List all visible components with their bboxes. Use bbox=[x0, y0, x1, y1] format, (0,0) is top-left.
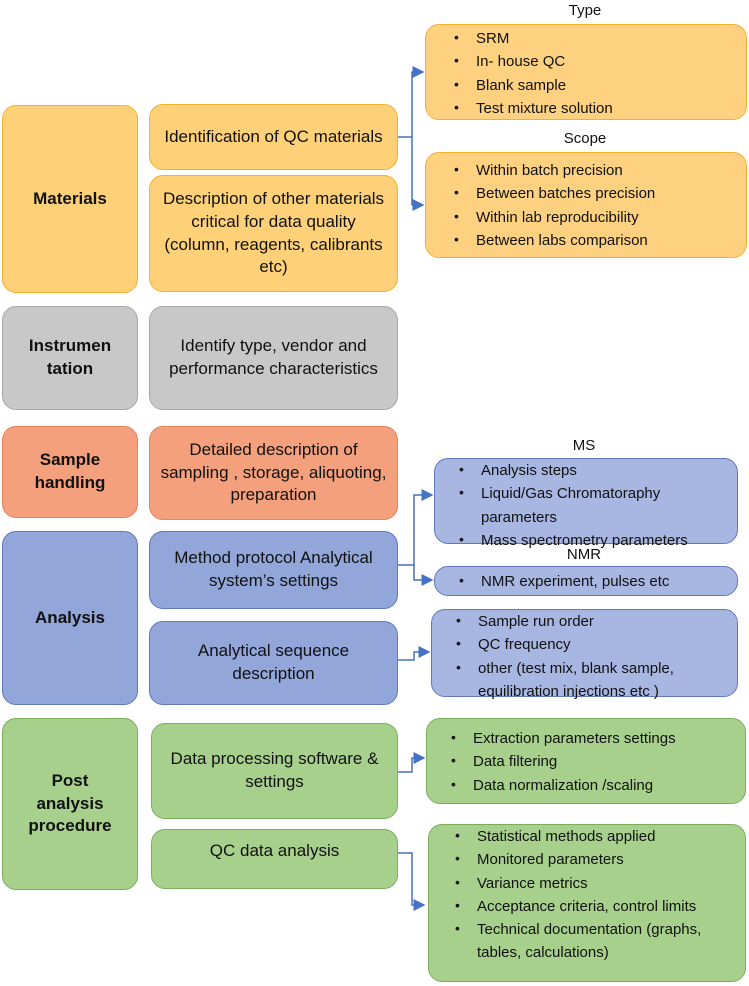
list-item: Statistical methods applied bbox=[455, 825, 717, 848]
list-nmr: NMR experiment, pulses etc bbox=[434, 566, 738, 596]
category-post-analysis: Post analysis procedure bbox=[2, 718, 138, 890]
category-post-analysis-label: Post analysis procedure bbox=[28, 770, 112, 836]
list-item: SRM bbox=[454, 27, 613, 50]
list-item: Acceptance criteria, control limits bbox=[455, 895, 717, 918]
desc-other-materials: Description of other materials critical … bbox=[149, 175, 398, 292]
desc-data-processing: Data processing software & settings bbox=[151, 723, 398, 819]
list-item: Within lab reproducibility bbox=[454, 206, 655, 229]
desc-qc-analysis-text: QC data analysis bbox=[209, 841, 340, 860]
desc-qc-materials-text: Identification of QC materials bbox=[164, 126, 383, 146]
list-sequence: Sample run order QC frequency other (tes… bbox=[431, 609, 738, 700]
category-analysis: Analysis bbox=[2, 531, 138, 705]
list-scope: Within batch precision Between batches p… bbox=[425, 152, 747, 258]
group-label-ms: MS bbox=[572, 437, 596, 454]
desc-instrument: Identify type, vendor and performance ch… bbox=[149, 306, 398, 410]
list-item: Analysis steps bbox=[459, 459, 711, 482]
desc-sequence: Analytical sequence description bbox=[149, 621, 398, 705]
list-item: Blank sample bbox=[454, 74, 613, 97]
list-item: Between batches precision bbox=[454, 182, 655, 205]
list-processing: Extraction parameters settings Data filt… bbox=[426, 718, 746, 804]
group-label-scope: Scope bbox=[563, 130, 607, 147]
list-item: Liquid/Gas Chromatoraphy parameters bbox=[459, 482, 711, 529]
desc-data-processing-text: Data processing software & settings bbox=[170, 749, 379, 791]
group-label-type: Type bbox=[568, 2, 602, 19]
category-instrumentation-label: Instrumen tation bbox=[28, 336, 112, 378]
list-item: Technical documentation (graphs, tables,… bbox=[455, 918, 717, 965]
category-materials-label: Materials bbox=[33, 188, 107, 208]
desc-qc-analysis: QC data analysis bbox=[151, 829, 398, 889]
list-item: Data normalization /scaling bbox=[451, 774, 676, 797]
desc-other-materials-text: Description of other materials critical … bbox=[162, 188, 385, 277]
desc-instrument-text: Identify type, vendor and performance ch… bbox=[169, 336, 378, 378]
desc-qc-materials: Identification of QC materials bbox=[149, 104, 398, 170]
desc-method-protocol: Method protocol Analytical system’s sett… bbox=[149, 531, 398, 609]
list-item: NMR experiment, pulses etc bbox=[459, 570, 669, 593]
category-materials: Materials bbox=[2, 105, 138, 293]
list-type: SRM In- house QC Blank sample Test mixtu… bbox=[425, 24, 747, 120]
list-item: Variance metrics bbox=[455, 872, 717, 895]
list-qc: Statistical methods applied Monitored pa… bbox=[428, 824, 746, 982]
desc-method-protocol-text: Method protocol Analytical system’s sett… bbox=[174, 548, 373, 590]
list-item: Sample run order bbox=[456, 610, 728, 633]
desc-sampling: Detailed description of sampling , stora… bbox=[149, 426, 398, 520]
list-item: In- house QC bbox=[454, 50, 613, 73]
category-analysis-label: Analysis bbox=[35, 607, 105, 627]
category-instrumentation: Instrumen tation bbox=[2, 306, 138, 410]
list-item: other (test mix, blank sample, equilibra… bbox=[456, 657, 728, 704]
list-ms: Analysis steps Liquid/Gas Chromatoraphy … bbox=[434, 458, 738, 551]
list-item: Test mixture solution bbox=[454, 97, 613, 120]
list-item: Mass spectrometry parameters bbox=[459, 529, 711, 552]
desc-sampling-text: Detailed description of sampling , stora… bbox=[160, 439, 387, 505]
list-item: Monitored parameters bbox=[455, 848, 717, 871]
category-sample-handling-label: Sample handling bbox=[34, 450, 106, 492]
list-item: QC frequency bbox=[456, 633, 728, 656]
list-item: Within batch precision bbox=[454, 159, 655, 182]
list-item: Extraction parameters settings bbox=[451, 727, 676, 750]
list-item: Between labs comparison bbox=[454, 229, 655, 252]
list-item: Data filtering bbox=[451, 750, 676, 773]
category-sample-handling: Sample handling bbox=[2, 426, 138, 518]
desc-sequence-text: Analytical sequence description bbox=[197, 641, 350, 683]
